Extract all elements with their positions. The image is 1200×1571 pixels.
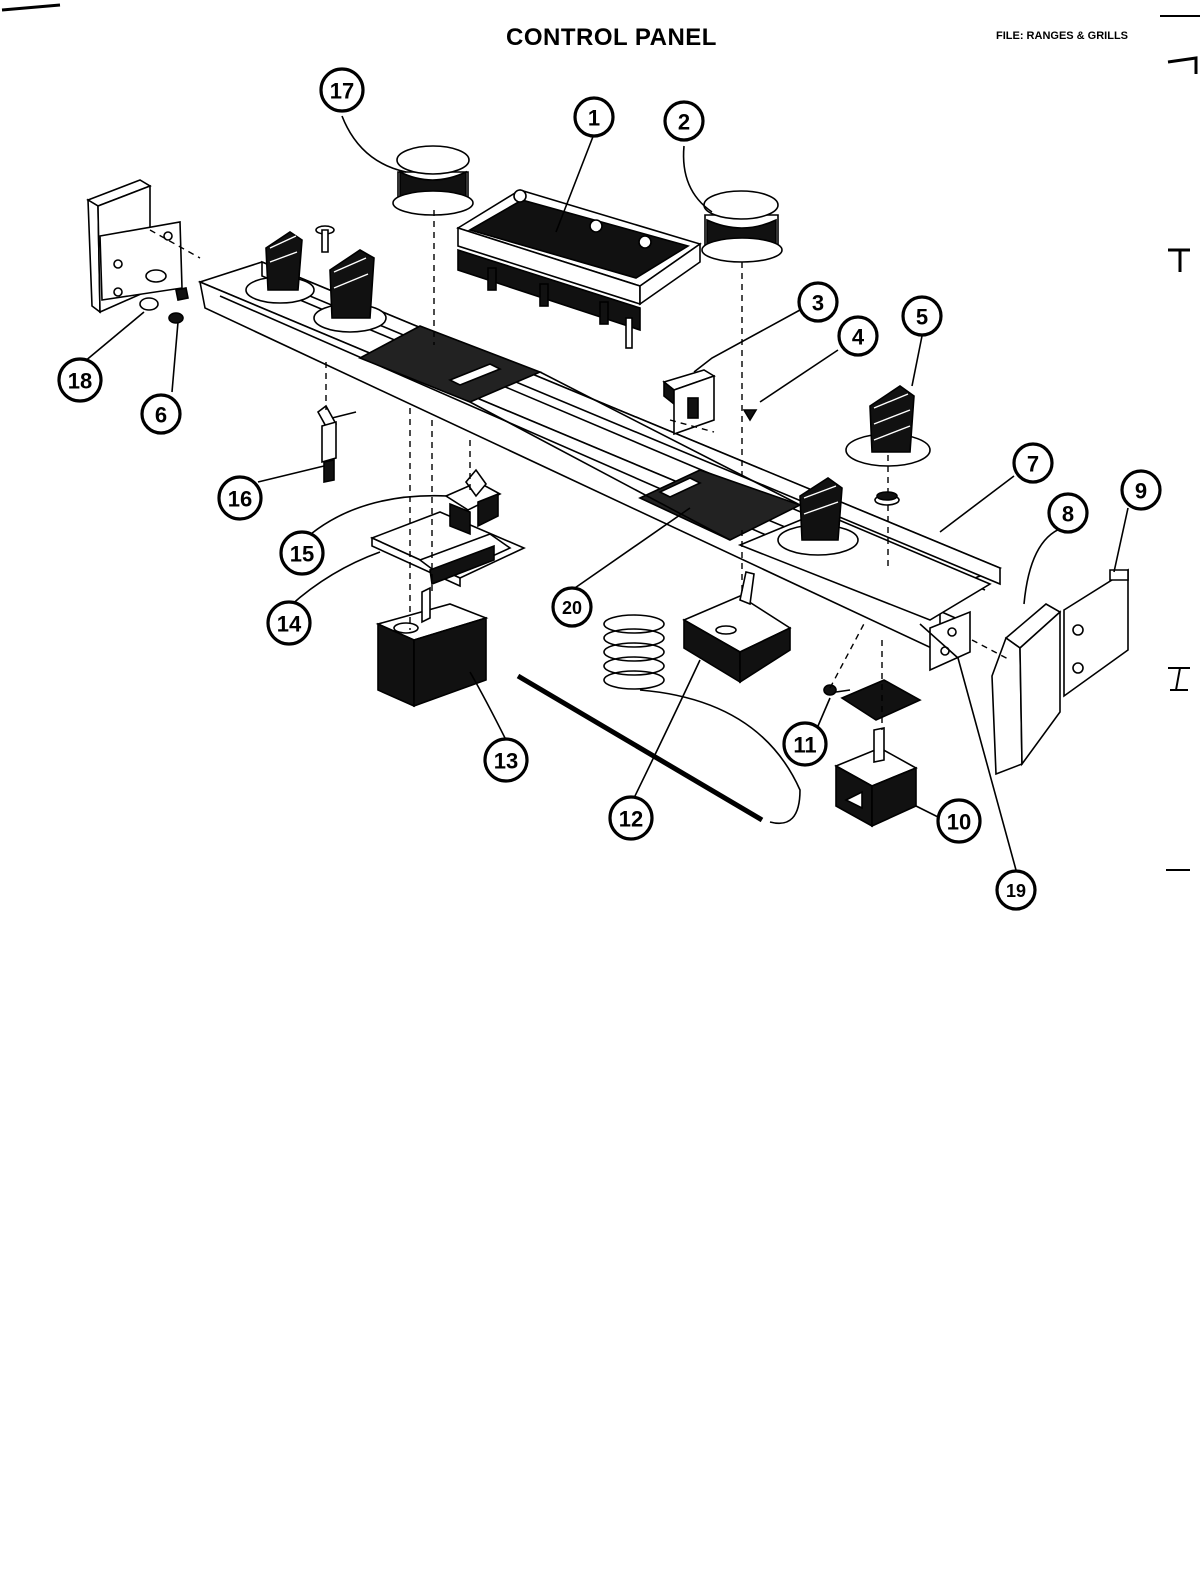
assembly-lines	[149, 210, 1011, 730]
part-5-knob	[845, 385, 931, 467]
callout-1-label: 1	[588, 106, 600, 131]
part-14-mounting-plate	[369, 511, 526, 588]
part-2-large-knob	[701, 190, 783, 263]
left-knob-1	[245, 231, 315, 304]
nut-under-knob-5	[874, 491, 900, 506]
part-3-clip	[662, 369, 716, 436]
small-pin	[315, 225, 335, 253]
part-11-screw	[823, 684, 851, 696]
callout-3: 3	[797, 281, 839, 323]
callout-2-label: 2	[678, 110, 690, 135]
scan-edge-marks	[1, 3, 1200, 871]
callout-8: 8	[1047, 492, 1089, 534]
callout-2: 2	[663, 100, 705, 142]
callout-7: 7	[1012, 442, 1054, 484]
part-15-switch	[444, 468, 502, 536]
callout-14: 14	[266, 600, 312, 646]
left-knob-2	[313, 249, 387, 333]
part-1-switch-block	[456, 189, 702, 349]
file-label: FILE: RANGES & GRILLS	[996, 30, 1128, 42]
callout-9-label: 9	[1135, 479, 1147, 504]
callout-4: 4	[837, 315, 879, 357]
callout-10: 10	[936, 798, 982, 844]
callout-8-label: 8	[1062, 502, 1074, 527]
callout-5: 5	[901, 295, 943, 337]
right-knob-on-panel	[777, 477, 859, 556]
part-18-end-bracket	[86, 179, 183, 314]
callout-17-label: 17	[330, 79, 354, 104]
part-4-screw	[742, 409, 758, 422]
callout-11-label: 11	[793, 733, 816, 758]
callout-19-label: 19	[1006, 881, 1026, 901]
callout-15: 15	[279, 530, 325, 576]
part-18-washers	[139, 269, 189, 311]
callout-12: 12	[608, 795, 654, 841]
part-12-capillary-coil	[516, 614, 801, 825]
callout-13-label: 13	[494, 749, 518, 774]
callout-15-label: 15	[290, 542, 314, 567]
callout-14-label: 14	[277, 612, 302, 637]
callout-6-label: 6	[155, 403, 167, 428]
callout-20-label: 20	[562, 598, 582, 618]
callout-20: 20	[551, 586, 593, 628]
part-8-end-cap	[991, 603, 1062, 776]
callout-18: 18	[57, 357, 103, 403]
callout-3-label: 3	[812, 291, 824, 316]
callout-18-label: 18	[68, 369, 92, 394]
callout-12-label: 12	[619, 807, 643, 832]
part-12-thermostat	[682, 571, 792, 684]
callout-5-label: 5	[916, 305, 928, 330]
part-10-gasket	[840, 679, 922, 721]
callout-16-label: 16	[228, 487, 252, 512]
part-16-indicator-light	[316, 404, 357, 483]
callout-19: 19	[995, 869, 1037, 911]
part-10-selector-switch	[834, 727, 918, 828]
diagram-title: CONTROL PANEL	[506, 24, 717, 51]
part-9-bracket	[1063, 568, 1129, 698]
callout-10-label: 10	[947, 810, 971, 835]
callout-11: 11	[782, 721, 828, 767]
callout-17: 17	[319, 67, 365, 113]
part-6-screw	[168, 312, 184, 324]
callout-7-label: 7	[1027, 452, 1039, 477]
callout-16: 16	[217, 475, 263, 521]
callout-13: 13	[483, 737, 529, 783]
callout-6: 6	[140, 393, 182, 435]
callout-9: 9	[1120, 469, 1162, 511]
leader-lines	[83, 115, 1129, 871]
part-17-large-knob	[392, 145, 474, 216]
callout-4-label: 4	[852, 325, 865, 350]
part-13-infinite-switch	[375, 586, 489, 708]
callout-1: 1	[573, 96, 615, 138]
